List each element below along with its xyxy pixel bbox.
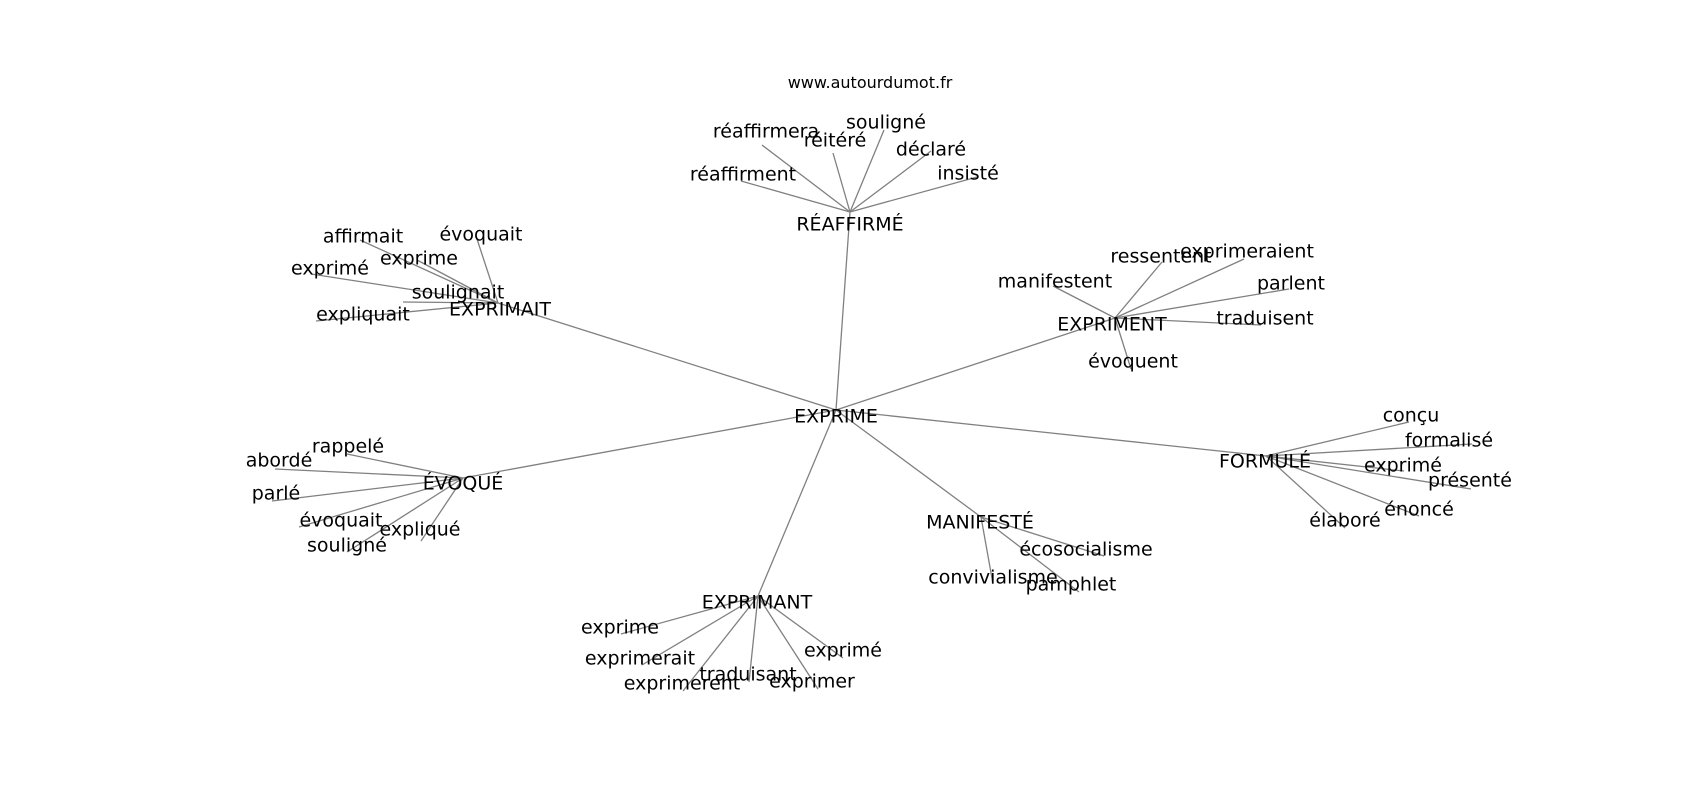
leaf-node-label-expriment-0: ressentent (1110, 246, 1211, 268)
leaf-node-label-exprimant-4: exprimerent (624, 673, 741, 695)
leaf-node-label-evoque-2: parlé (252, 483, 300, 505)
edge-expriment-leaf-4 (1114, 317, 1262, 326)
leaf-node-label-evoque-4: expliqué (379, 519, 460, 541)
leaf-node-label-manifeste-2: pamphlet (1026, 574, 1117, 596)
leaf-node-label-formule-0: conçu (1383, 405, 1440, 427)
leaf-node-label-reaffirme-2: réitéré (804, 130, 867, 152)
leaf-node-label-evoque-0: rappelé (312, 436, 384, 458)
edge-expriment-leaf-2 (1052, 285, 1116, 319)
edge-root-expriment (835, 317, 1116, 411)
hub-node-label-manifeste: MANIFESTÉ (926, 511, 1034, 534)
edge-exprimait-leaf-5 (315, 302, 499, 322)
leaf-node-label-exprimait-2: exprime (380, 248, 458, 270)
edge-reaffirme-leaf-4 (849, 176, 978, 213)
source-label: www.autourdumot.fr (788, 73, 953, 92)
edge-formule-leaf-5 (1265, 455, 1346, 529)
leaf-node-label-expriment-5: évoquent (1088, 351, 1178, 373)
leaf-node-label-exprimant-5: exprimer (769, 671, 855, 693)
leaf-node-label-reaffirme-1: réaffirmera (713, 121, 819, 143)
leaf-node-label-expriment-4: traduisent (1216, 308, 1313, 330)
leaf-node-label-expriment-2: manifestent (998, 271, 1112, 293)
edge-root-formule (835, 409, 1267, 457)
leaf-node-label-exprimait-0: affirmait (323, 226, 403, 248)
leaf-node-label-formule-5: élaboré (1309, 510, 1380, 532)
hub-node-label-exprimant: EXPRIMANT (702, 592, 813, 614)
leaf-node-label-formule-1: formalisé (1405, 430, 1493, 452)
edge-exprimait-leaf-1 (475, 235, 499, 304)
root-node-label: EXPRIME (794, 406, 878, 428)
leaf-node-label-exprimant-1: exprimé (804, 640, 882, 662)
edge-expriment-leaf-0 (1114, 261, 1163, 319)
edge-evoque-leaf-1 (274, 468, 464, 479)
edge-exprimait-leaf-2 (416, 259, 499, 304)
edge-root-exprimait (497, 302, 837, 411)
edge-root-manifeste (835, 409, 982, 518)
leaf-node-label-reaffirme-0: souligné (846, 112, 926, 134)
edge-evoque-leaf-0 (346, 453, 464, 479)
leaf-node-label-evoque-3: évoquait (299, 510, 382, 532)
edge-evoque-leaf-5 (346, 477, 464, 553)
edge-evoque-leaf-3 (298, 477, 464, 528)
edge-root-exprimant (757, 409, 837, 597)
edge-exprimant-leaf-2 (641, 595, 759, 666)
edge-expriment-leaf-1 (1114, 258, 1245, 319)
hub-node-label-reaffirme: RÉAFFIRMÉ (796, 213, 903, 236)
edge-reaffirme-leaf-1 (761, 144, 851, 213)
leaf-node-label-evoque-5: souligné (307, 535, 387, 557)
edges (271, 129, 1473, 692)
edge-formule-leaf-0 (1265, 421, 1410, 457)
edge-root-evoque (462, 409, 837, 479)
edge-evoque-leaf-4 (420, 477, 464, 542)
node-labels: EXPRIME RÉAFFIRMÉ souligné réaffirmeraréité… (246, 112, 1512, 695)
leaf-node-label-evoque-1: abordé (246, 450, 313, 472)
leaf-node-label-exprimait-4: soulignait (412, 282, 505, 304)
edge-reaffirme-leaf-5 (740, 180, 851, 213)
edge-reaffirme-leaf-3 (849, 150, 932, 213)
edge-manifeste-leaf-1 (980, 516, 994, 585)
edge-exprimait-leaf-4 (402, 301, 499, 304)
edge-exprimant-leaf-0 (620, 595, 759, 635)
edge-exprimait-leaf-0 (359, 239, 499, 304)
edge-formule-leaf-1 (1265, 443, 1473, 457)
edge-formule-leaf-3 (1265, 455, 1472, 490)
leaf-node-label-formule-2: exprimé (1364, 455, 1442, 477)
edge-reaffirme-leaf-2 (832, 152, 851, 213)
leaf-node-label-reaffirme-4: insisté (937, 163, 999, 185)
leaf-node-label-reaffirme-5: réaffirment (690, 164, 796, 186)
edge-exprimant-leaf-3 (748, 595, 759, 683)
leaf-node-label-manifeste-0: écosocialisme (1019, 539, 1152, 561)
edge-manifeste-leaf-0 (980, 516, 1105, 557)
edge-exprimant-leaf-5 (757, 595, 819, 690)
leaf-node-label-exprimant-0: exprime (581, 617, 659, 639)
leaf-node-label-expriment-1: exprimeraient (1180, 241, 1314, 263)
edge-exprimant-leaf-1 (757, 595, 844, 659)
hub-node-label-expriment: EXPRIMENT (1057, 314, 1167, 336)
edge-expriment-leaf-3 (1114, 288, 1290, 319)
edge-formule-leaf-4 (1265, 455, 1420, 517)
edge-evoque-leaf-2 (271, 477, 464, 502)
leaf-node-label-expriment-3: parlent (1257, 273, 1325, 295)
hub-node-label-evoque: ÉVOQUÉ (423, 472, 504, 495)
edge-reaffirme-leaf-0 (849, 129, 885, 213)
edge-formule-leaf-2 (1265, 455, 1405, 472)
leaf-node-label-reaffirme-3: déclaré (896, 139, 966, 161)
leaf-node-label-exprimait-5: expliquait (316, 304, 410, 326)
leaf-node-label-formule-4: énoncé (1384, 499, 1454, 521)
leaf-node-label-exprimant-2: exprimerait (585, 648, 695, 670)
hub-node-label-formule: FORMULÉ (1219, 450, 1311, 473)
edge-expriment-leaf-5 (1114, 317, 1132, 370)
leaf-node-label-formule-3: présenté (1428, 470, 1512, 492)
edge-exprimait-leaf-3 (310, 273, 499, 304)
hub-node-label-exprimait: EXPRIMAIT (449, 299, 551, 321)
edge-root-reaffirme (835, 211, 851, 411)
edge-exprimant-leaf-4 (682, 595, 759, 692)
leaf-node-label-exprimait-3: exprimé (291, 258, 369, 280)
edge-manifeste-leaf-2 (980, 516, 1080, 593)
leaf-node-label-manifeste-1: convivialisme (928, 567, 1057, 589)
leaf-node-label-exprimant-3: traduisant (699, 664, 796, 686)
leaf-node-label-exprimait-1: évoquait (439, 224, 522, 246)
